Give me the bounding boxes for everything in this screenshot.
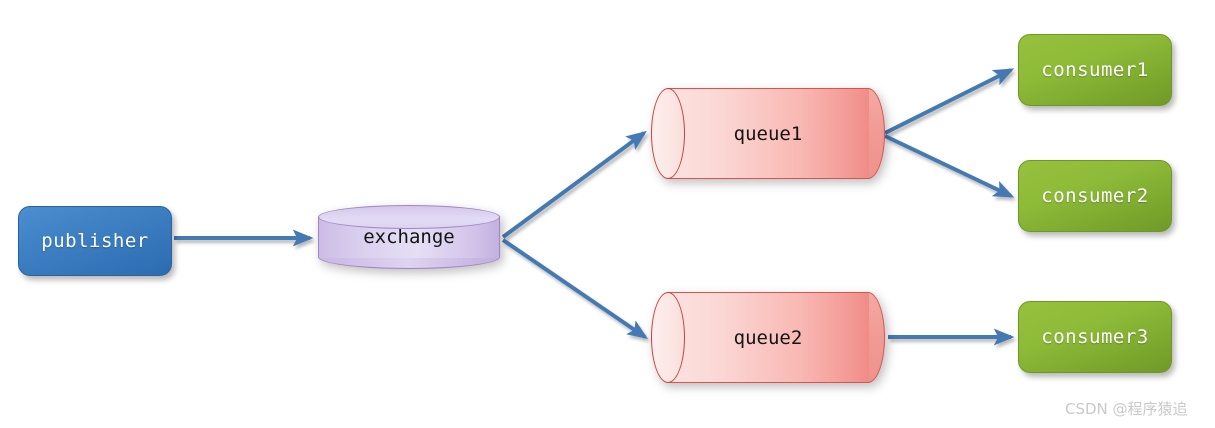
csdn-watermark: CSDN @程序猿追: [1065, 400, 1188, 418]
queue2-cylinder-body: [667, 292, 869, 383]
node-publisher-label: publisher: [41, 230, 149, 252]
node-consumer2-label: consumer2: [1041, 185, 1149, 207]
node-publisher[interactable]: publisher: [18, 206, 172, 276]
queue2-cylinder-left-cap: [651, 292, 685, 383]
node-consumer1[interactable]: consumer1: [1018, 34, 1172, 106]
node-exchange-label: exchange: [363, 226, 455, 248]
node-exchange[interactable]: exchange: [318, 205, 500, 269]
node-queue2-label: queue2: [733, 326, 803, 349]
node-consumer3[interactable]: consumer3: [1018, 301, 1172, 373]
edge-exchange-to-queue2: [501, 238, 648, 340]
node-consumer1-label: consumer1: [1041, 59, 1149, 81]
exchange-cylinder-top: [318, 205, 500, 229]
queue1-cylinder-body: [667, 88, 869, 179]
edge-queue1-to-consumer1: [884, 68, 1015, 135]
queue1-cylinder-left-cap: [651, 88, 685, 179]
node-queue1[interactable]: queue1: [651, 88, 885, 179]
node-queue2[interactable]: queue2: [651, 292, 885, 383]
node-consumer3-label: consumer3: [1041, 326, 1149, 348]
node-consumer2[interactable]: consumer2: [1018, 160, 1172, 232]
node-queue1-label: queue1: [733, 122, 803, 145]
edge-exchange-to-queue1: [501, 130, 647, 239]
edge-queue1-to-consumer2: [884, 134, 1015, 198]
